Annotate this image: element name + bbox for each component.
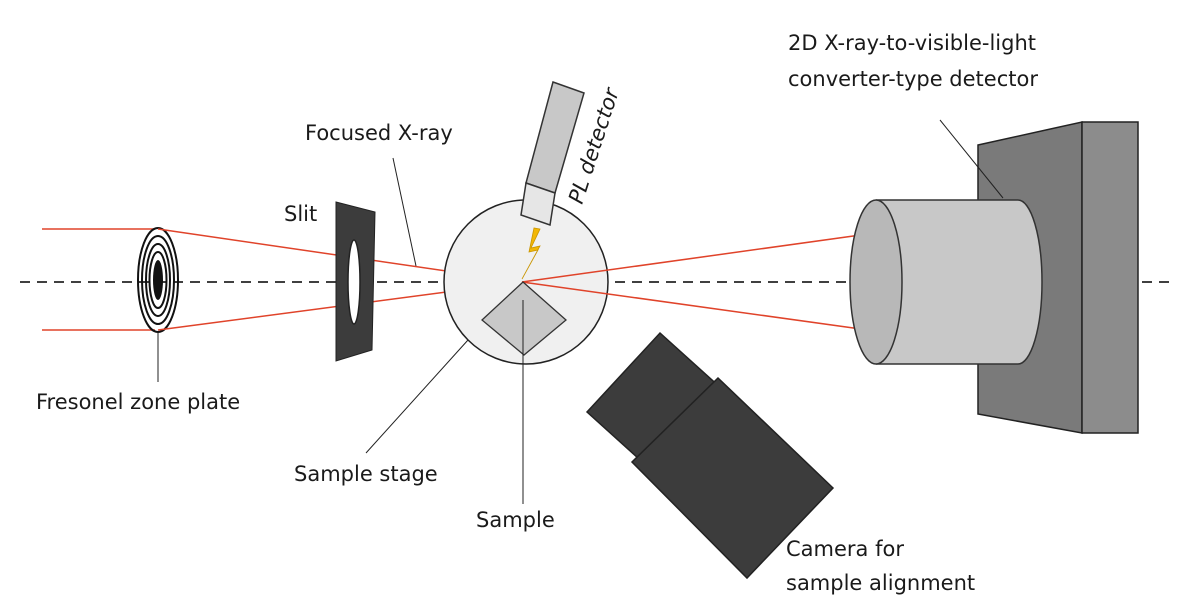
slit — [335, 201, 376, 362]
label-sample: Sample — [476, 508, 555, 532]
leader-focused-xray — [392, 157, 417, 267]
label-sample-stage: Sample stage — [294, 462, 438, 486]
alignment-camera — [585, 331, 835, 580]
leader-detector — [939, 119, 1004, 199]
fresnel-zone-plate — [137, 227, 179, 333]
diverging-beam-lower — [521, 281, 876, 332]
label-camera-line1: Camera for — [786, 537, 904, 561]
label-zone-plate: Fresonel zone plate — [36, 390, 240, 414]
label-camera-line2: sample alignment — [786, 571, 975, 595]
sample — [481, 281, 567, 356]
label-detector-line2: converter-type detector — [788, 67, 1038, 91]
leader-sample-stage — [365, 339, 469, 454]
label-focused-xray: Focused X-ray — [305, 121, 453, 145]
luminescence-spark-icon — [521, 227, 541, 280]
pl-detector — [520, 81, 585, 227]
label-detector-line1: 2D X-ray-to-visible-light — [788, 31, 1036, 55]
label-slit: Slit — [284, 202, 317, 226]
2d-detector — [849, 121, 1139, 434]
diverging-beam-upper — [521, 232, 876, 283]
